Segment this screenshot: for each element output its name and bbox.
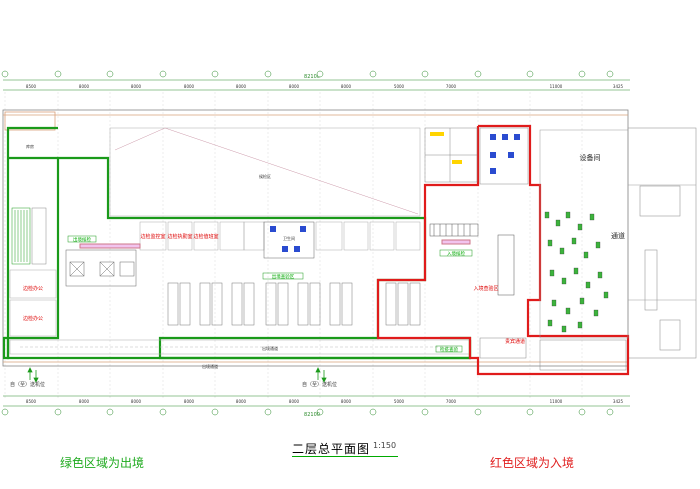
axis-bubbles-top xyxy=(1,70,614,78)
svg-text:8000: 8000 xyxy=(289,84,300,89)
quarantine-tag: 检疫查验 xyxy=(440,346,458,353)
svg-text:8000: 8000 xyxy=(236,399,247,404)
svg-text:8000: 8000 xyxy=(184,84,195,89)
svg-text:11000: 11000 xyxy=(550,399,563,404)
seating-area xyxy=(167,282,421,326)
equipment-room-label: 设备间 xyxy=(580,153,601,162)
svg-text:11000: 11000 xyxy=(550,84,563,89)
svg-text:7000: 7000 xyxy=(446,399,457,404)
svg-text:8000: 8000 xyxy=(79,399,90,404)
vip-label: 贵宾通道 xyxy=(505,338,525,345)
svg-text:8000: 8000 xyxy=(79,84,90,89)
svg-text:8000: 8000 xyxy=(341,84,352,89)
corridor-label: 通道 xyxy=(611,231,625,240)
top-dimension-lines xyxy=(3,79,630,91)
right-waiting-tag: 入境候检 xyxy=(447,250,465,257)
entry-toilets xyxy=(490,134,520,174)
mid-toilets xyxy=(270,226,306,252)
small-room-2: 边检执勤室 xyxy=(167,233,192,240)
svg-text:7000: 7000 xyxy=(446,84,457,89)
svg-text:3425: 3425 xyxy=(613,399,624,404)
svg-text:8500: 8500 xyxy=(26,399,37,404)
upper-hall xyxy=(109,127,421,217)
building-outline xyxy=(2,109,629,367)
title-underline xyxy=(292,456,398,457)
overall-dimension-bottom: 82100 xyxy=(304,412,320,418)
legend-entry: 红色区域为入境 xyxy=(490,456,575,470)
bottom-dimension-lines xyxy=(3,395,630,407)
svg-text:8000: 8000 xyxy=(131,399,142,404)
left-waiting-tag: 出境候检 xyxy=(73,236,91,243)
entry-lower-rooms xyxy=(479,337,627,371)
svg-text:8000: 8000 xyxy=(289,399,300,404)
toilet-label: 卫生间 xyxy=(283,235,295,241)
legend-exit: 绿色区域为出境 xyxy=(60,456,145,470)
svg-text:5000: 5000 xyxy=(394,399,405,404)
svg-text:3425: 3425 xyxy=(613,84,624,89)
left-offices xyxy=(9,269,57,337)
office-2-label: 边检办公 xyxy=(23,315,43,322)
drawing-title: 二层总平面图 xyxy=(292,442,371,456)
entry-upper-rooms xyxy=(424,127,529,185)
svg-text:8000: 8000 xyxy=(236,84,247,89)
axis-bubbles-bottom xyxy=(1,408,614,416)
equipment-room xyxy=(539,129,629,339)
boarding-left-label: 自（至）送机位 xyxy=(10,381,45,388)
bay-dimensions-top: 8500 8000 8000 8000 8000 8000 8000 5000 … xyxy=(26,84,624,89)
lower-corridor xyxy=(9,339,471,355)
svg-text:8000: 8000 xyxy=(184,399,195,404)
right-annex xyxy=(627,127,697,359)
upper-hall-label: 候检区 xyxy=(259,173,271,179)
small-room-3: 边检值班室 xyxy=(193,233,218,240)
corridor-left-label: 出境通道 xyxy=(202,363,218,369)
green-exit-boundary xyxy=(2,126,472,360)
overall-dimension-top: 82100 xyxy=(304,74,320,80)
boarding-mid-label: 自（至）送机位 xyxy=(302,381,337,388)
drawing-scale: 1:150 xyxy=(373,441,397,450)
corridor-mid-label: 出境通道 xyxy=(262,345,278,351)
left-escalator xyxy=(11,207,47,265)
equipment-items xyxy=(544,211,609,333)
entry-check-area xyxy=(429,223,515,296)
bay-dimensions-bottom: 8500 8000 8000 8000 8000 8000 8000 5000 … xyxy=(26,399,624,404)
mid-small-rooms xyxy=(139,221,421,259)
lift-lobby xyxy=(65,249,137,287)
svg-text:8000: 8000 xyxy=(131,84,142,89)
boarding-arrows xyxy=(27,367,327,383)
left-upper-room: 库房 xyxy=(26,143,34,149)
entry-check-label: 入境查验区 xyxy=(473,285,498,292)
exit-check-tag: 出境查验区 xyxy=(272,273,295,280)
svg-text:8500: 8500 xyxy=(26,84,37,89)
svg-text:8000: 8000 xyxy=(341,399,352,404)
small-room-1: 边检监控室 xyxy=(140,233,165,240)
office-1-label: 边检办公 xyxy=(23,285,43,292)
svg-text:5000: 5000 xyxy=(394,84,405,89)
